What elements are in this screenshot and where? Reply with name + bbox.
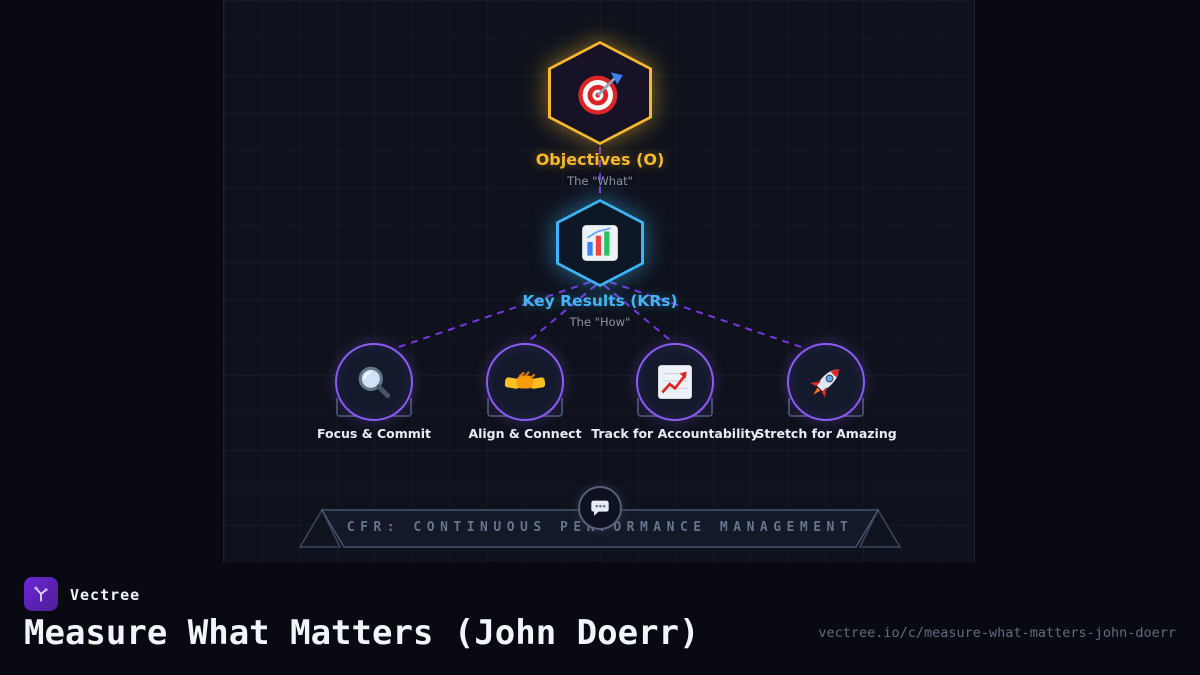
key-results-hex-border	[556, 199, 644, 287]
page-title: Measure What Matters (John Doerr)	[24, 613, 700, 653]
key-results-sublabel: The "How"	[569, 315, 631, 329]
vectree-logo	[24, 577, 58, 611]
pillar-align-node	[486, 343, 564, 421]
vectree-logo-icon	[34, 586, 48, 602]
key-results-node	[556, 199, 644, 287]
key-results-label: Key Results (KRs)	[522, 292, 678, 310]
objectives-label: Objectives (O)	[535, 150, 665, 169]
pillar-stretch-label: Stretch for Amazing	[755, 426, 897, 441]
target-icon	[578, 72, 623, 115]
connector-kr-stretch	[609, 281, 820, 354]
objectives-node	[548, 41, 652, 145]
connector-kr-focus	[380, 281, 591, 354]
objectives-hex-border	[548, 41, 652, 145]
connector-kr-align	[517, 284, 597, 351]
page-url: vectree.io/c/measure-what-matters-john-d…	[818, 625, 1176, 641]
bar-chart-icon	[582, 225, 618, 261]
rocket-icon	[810, 369, 839, 398]
connector-kr-track	[603, 284, 683, 351]
pillar-stretch-node	[787, 343, 865, 421]
pillar-track-node	[636, 343, 714, 421]
pillar-track-label: Track for Accountability	[591, 426, 759, 441]
speech-bubble-badge	[578, 486, 622, 530]
pillar-align-label: Align & Connect	[468, 426, 582, 441]
objectives-sublabel: The "What"	[567, 174, 633, 188]
speech-bubble-icon	[591, 500, 609, 516]
magnifier-icon	[358, 366, 391, 399]
trend-chart-icon	[658, 365, 692, 399]
handshake-icon	[505, 371, 545, 389]
brand-name: Vectree	[70, 586, 141, 604]
pillar-focus-label: Focus & Commit	[316, 426, 432, 441]
pillar-focus-node	[335, 343, 413, 421]
